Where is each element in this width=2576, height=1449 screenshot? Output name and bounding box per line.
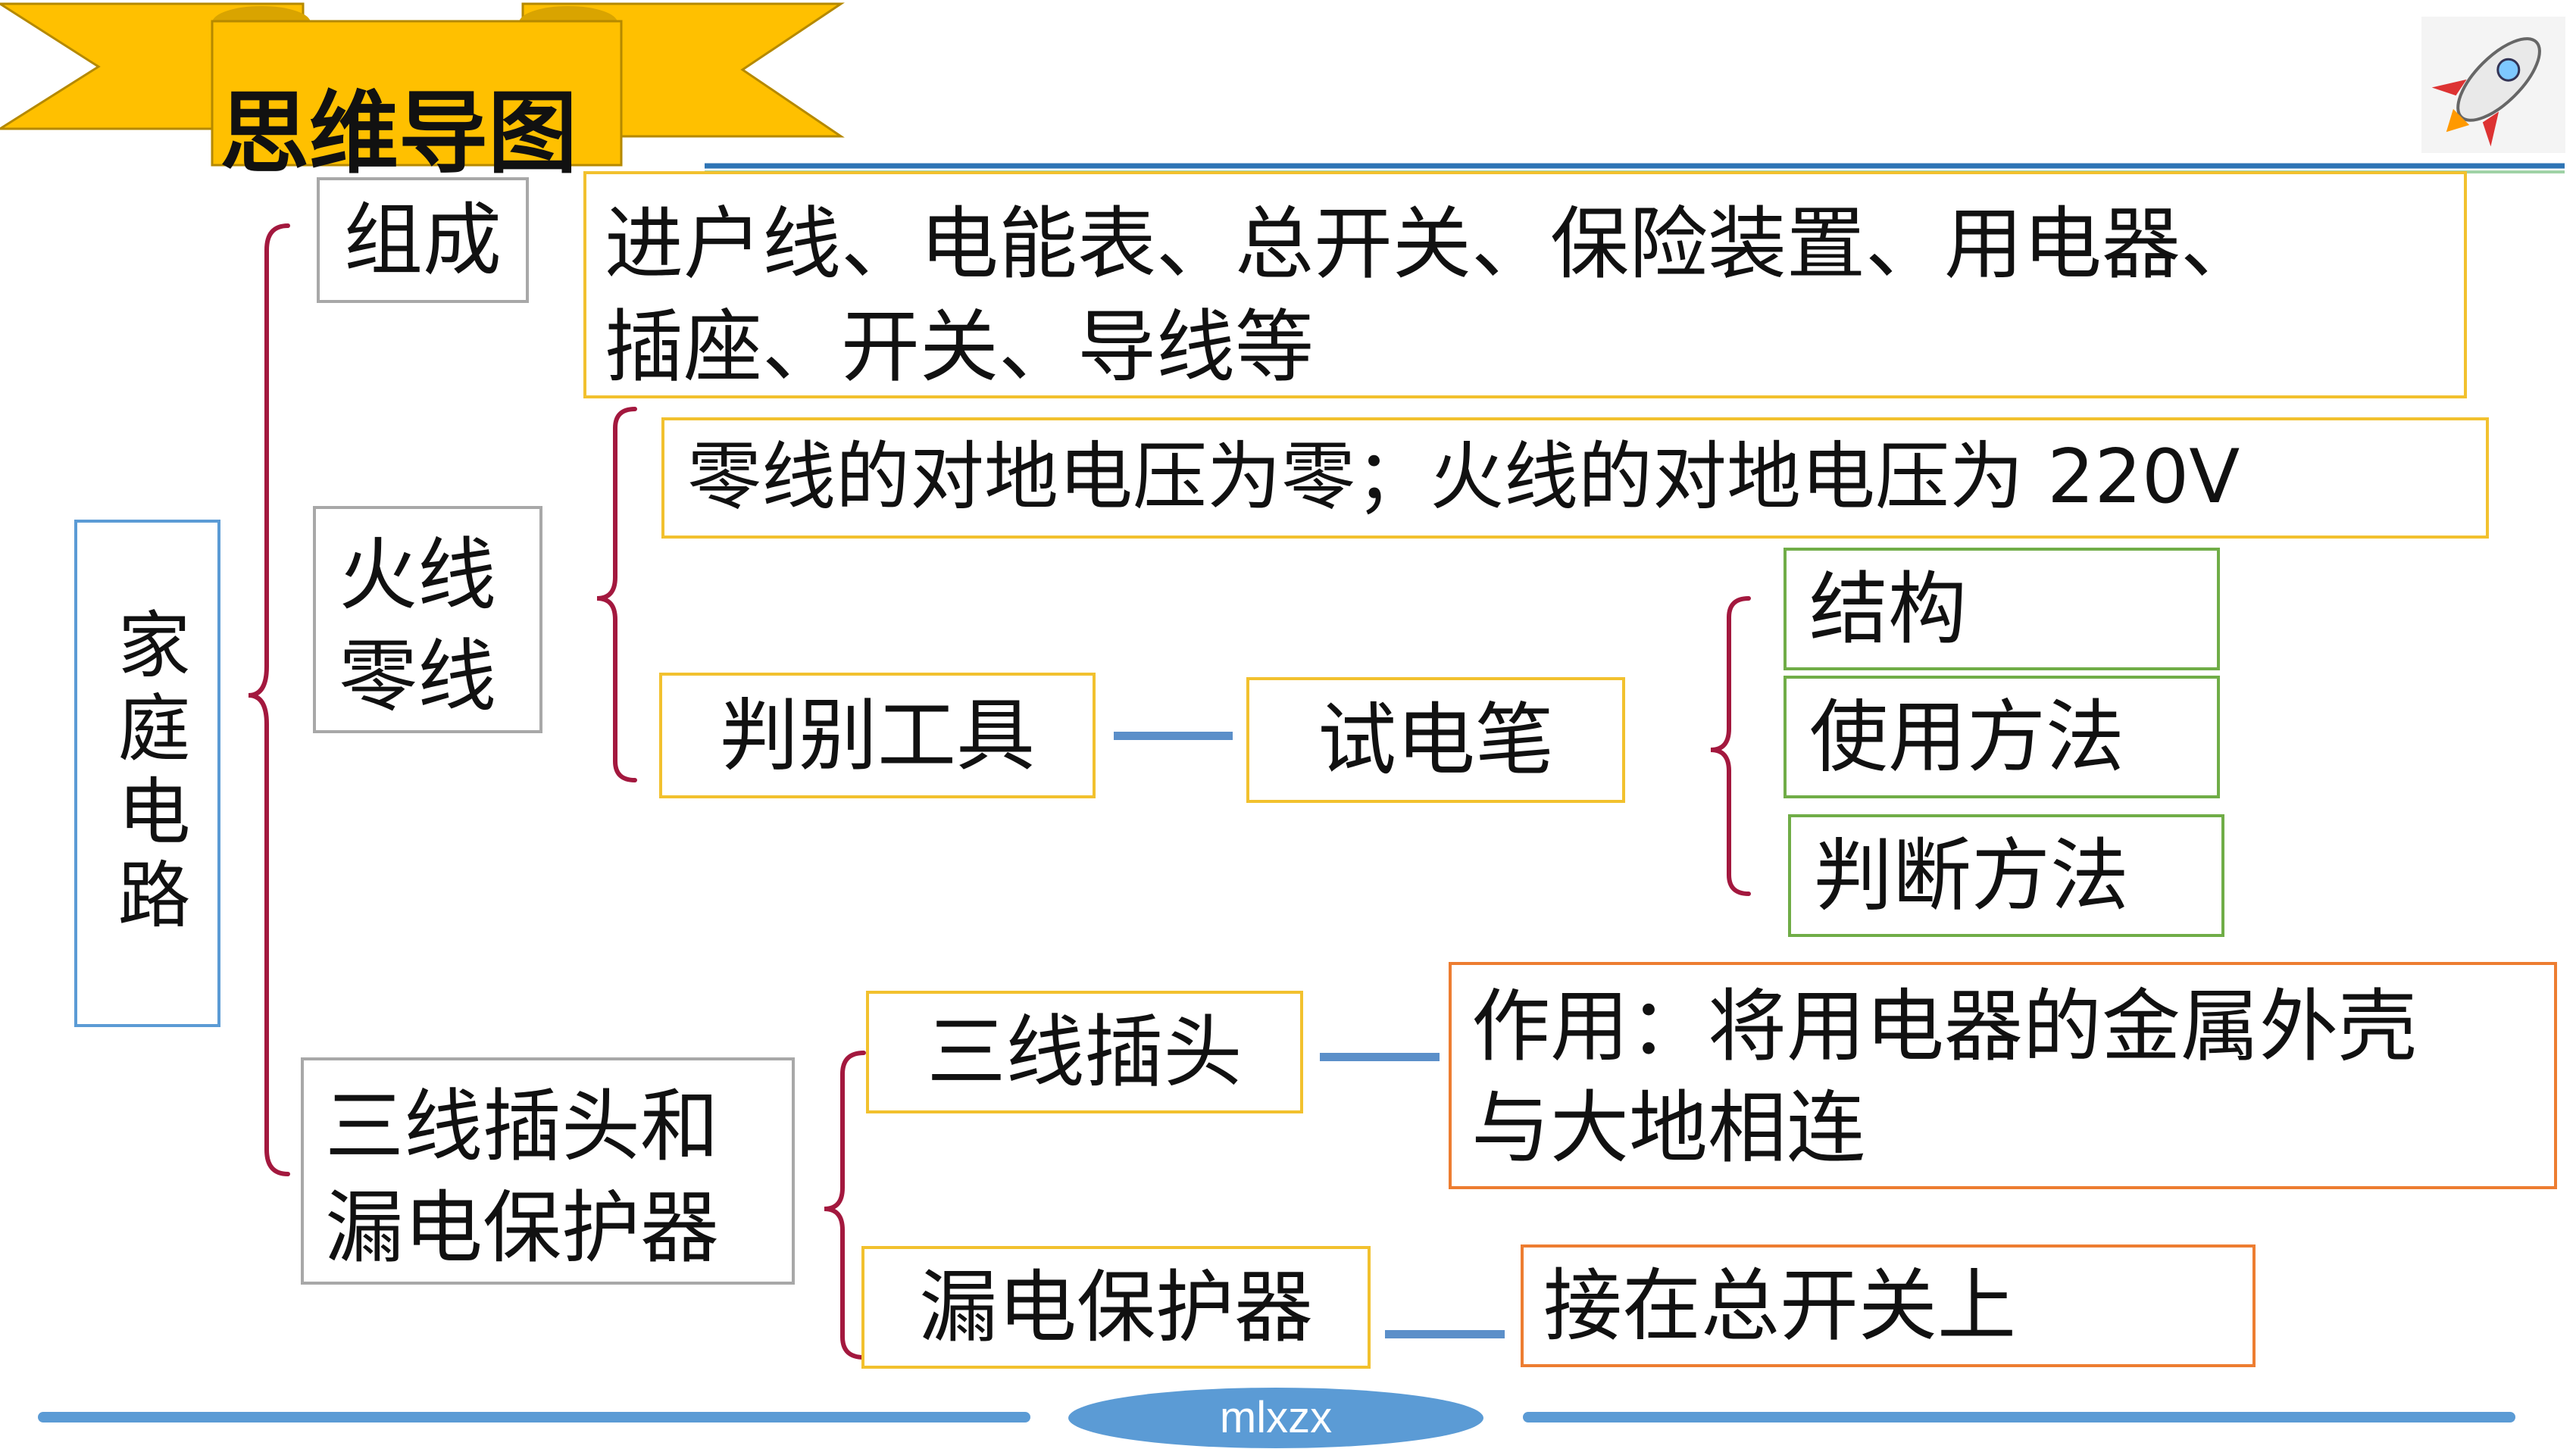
footer-label: mlxzx	[1068, 1388, 1483, 1448]
tester-label: 试电笔	[1317, 693, 1554, 786]
tester-item-label: 结构	[1809, 562, 1968, 655]
plug-detail-line2: 与大地相连	[1471, 1082, 1866, 1174]
tester-item-judgment: 判断方法	[1788, 814, 2224, 937]
tool-node: 判别工具	[659, 673, 1096, 798]
voltage-text: 零线的对地电压为零；火线的对地电压为 220V	[687, 434, 2240, 521]
connector-plug-detail	[1320, 1053, 1440, 1061]
protector-detail-node: 接在总开关上	[1521, 1244, 2256, 1367]
composition-detail-line1: 进户线、电能表、总开关、保险装置、用电器、	[605, 198, 2260, 290]
tester-item-label: 使用方法	[1809, 690, 2125, 783]
tester-node: 试电笔	[1246, 677, 1625, 803]
protector-label: 漏电保护器	[918, 1260, 1313, 1354]
plug-protector-node: 三线插头和 漏电保护器	[301, 1057, 795, 1285]
footer-line-left	[38, 1412, 1030, 1422]
connector-protector-detail	[1385, 1330, 1505, 1338]
live-neutral-bracket	[596, 407, 637, 782]
footer-line-right	[1523, 1412, 2515, 1422]
composition-label: 组成	[343, 193, 502, 286]
main-bracket	[248, 223, 290, 1176]
tester-item-structure: 结构	[1784, 548, 2220, 670]
composition-detail: 进户线、电能表、总开关、保险装置、用电器、 插座、开关、导线等	[583, 171, 2467, 398]
tester-item-usage: 使用方法	[1784, 676, 2220, 798]
plug-label: 三线插头	[927, 1005, 1243, 1098]
plug-protector-line1: 三线插头和	[325, 1080, 720, 1173]
tester-bracket	[1710, 596, 1751, 896]
connector-tool-tester	[1114, 732, 1233, 740]
plug-detail-line1: 作用：将用电器的金属外壳	[1471, 980, 2418, 1073]
protector-node: 漏电保护器	[861, 1246, 1371, 1369]
live-label: 火线	[339, 529, 497, 621]
composition-detail-line2: 插座、开关、导线等	[605, 301, 1315, 393]
tester-item-label: 判断方法	[1814, 829, 2130, 922]
root-label: 家庭电路	[105, 607, 191, 940]
composition-node: 组成	[317, 177, 529, 303]
neutral-label: 零线	[339, 630, 497, 723]
root-node: 家庭电路	[74, 520, 220, 1027]
tool-label: 判别工具	[719, 689, 1035, 782]
plug-detail-node: 作用：将用电器的金属外壳 与大地相连	[1449, 962, 2557, 1189]
voltage-node: 零线的对地电压为零；火线的对地电压为 220V	[661, 417, 2489, 539]
live-neutral-node: 火线 零线	[313, 506, 542, 733]
rocket-icon[interactable]	[2421, 17, 2565, 153]
plug-node: 三线插头	[866, 991, 1303, 1113]
page-title: 思维导图	[220, 81, 578, 186]
protector-detail-label: 接在总开关上	[1543, 1259, 2017, 1352]
plug-protector-line2: 漏电保护器	[325, 1182, 720, 1274]
plug-protector-bracket	[824, 1051, 866, 1360]
